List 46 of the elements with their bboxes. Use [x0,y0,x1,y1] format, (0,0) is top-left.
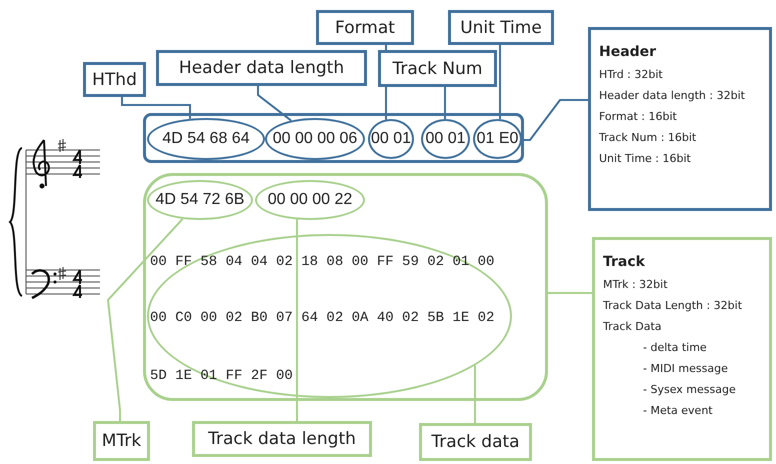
info-panel [588,27,772,211]
info-line: - Sysex message [642,382,737,398]
highlight-ellipse: 00 00 00 06 [265,118,365,160]
highlight-ellipse: 00 01 [368,119,414,159]
leader-line [499,45,501,120]
leader-line [548,292,592,294]
info-line: Track Data Length : 32bit [603,298,744,314]
highlight-ellipse: 4D 54 68 64 [147,118,265,160]
leader-line [121,97,191,119]
rounded-frame [143,173,548,401]
info-line: Track Num : 16bit [599,130,698,146]
info-line: - delta time [642,340,708,356]
highlight-ellipse: 00 01 [421,119,470,159]
hex-row-text: 5D 1E 01 FF 2F 00 [150,367,293,386]
highlight-ellipse: 00 00 00 22 [255,180,365,220]
leader-line [296,219,298,421]
rounded-frame [143,113,524,163]
leader-line [257,86,292,122]
info-line: - MIDI message [642,361,729,377]
info-line: Unit Time : 16bit [599,151,692,167]
leader-line [444,87,446,119]
hex-row-text: 00 C0 00 02 B0 07 64 02 0A 40 02 5B 1E 02 [150,309,494,328]
highlight-ellipse: 4D 54 72 6B [147,180,253,220]
info-line: - Meta event [642,403,714,419]
hex-row-text: 00 FF 58 04 04 02 18 08 00 FF 59 02 01 00 [150,253,494,272]
info-title: Track [603,253,646,272]
info-line: Header data length : 32bit [599,88,746,104]
leader-line [524,99,588,141]
info-panel [592,237,772,461]
callout-label: Header data length [156,50,367,86]
leader-line [474,366,476,423]
info-title: Header [599,43,658,62]
callout-label: HThd [83,62,146,97]
callout-label: Unit Time [448,10,554,45]
highlight-ellipse: 01 E0 [473,119,522,159]
info-line: HTrd : 32bit [599,67,664,83]
info-line: MTrk : 32bit [603,277,669,293]
highlight-ellipse [147,234,512,398]
callout-label: Track Num [378,50,497,87]
callout-label: MTrk [93,421,150,461]
callout-label: Format [316,10,414,45]
leader-line [106,218,184,421]
callout-label: Track data [419,423,532,461]
callout-label: Track data length [192,421,372,457]
info-line: Format : 16bit [599,109,678,125]
info-line: Track Data [603,319,663,335]
